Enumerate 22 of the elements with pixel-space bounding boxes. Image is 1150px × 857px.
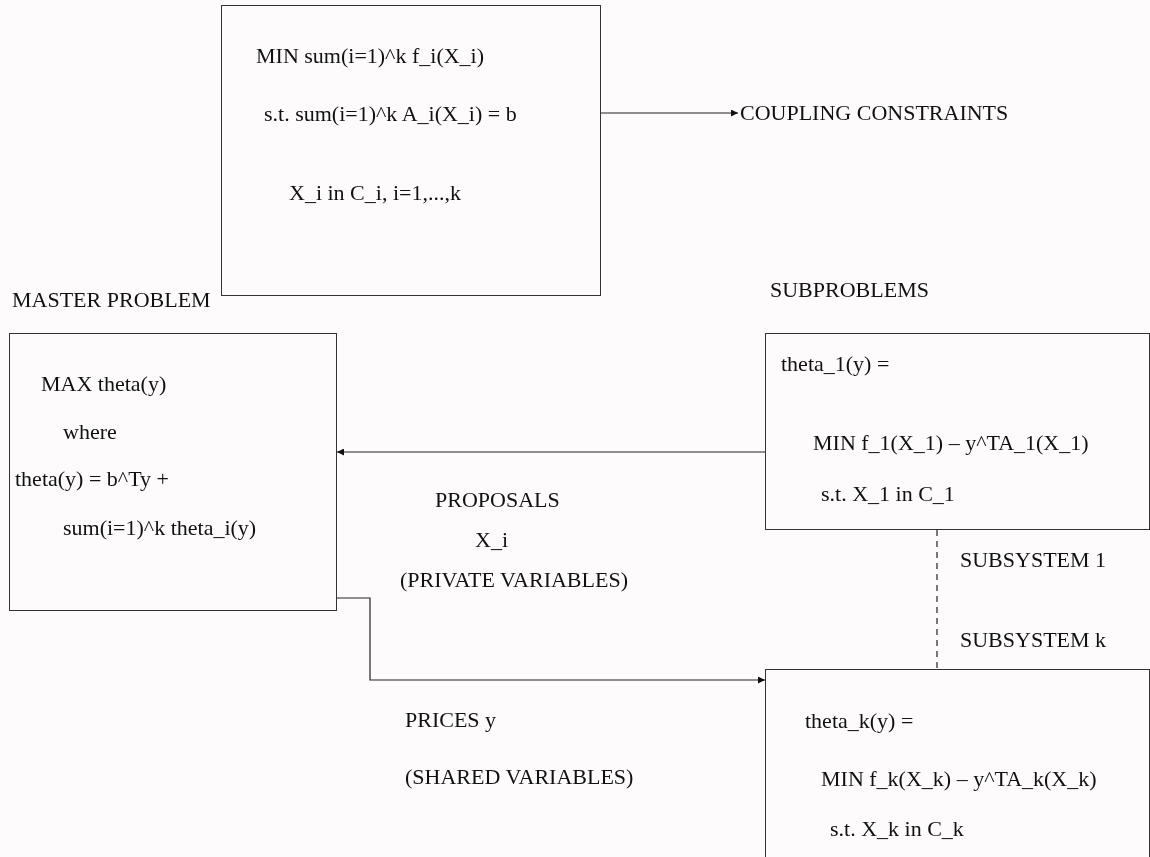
formula-text: sum(i=1)^k theta_i(y) xyxy=(63,515,257,541)
formula-text: MAX theta(y) xyxy=(41,371,167,397)
problem-box xyxy=(221,5,601,296)
problem-box xyxy=(765,669,1150,857)
arrow xyxy=(336,448,766,456)
formula-text: s.t. sum(i=1)^k A_i(X_i) = b xyxy=(264,101,517,127)
formula-text: theta(y) = b^Ty + xyxy=(15,466,169,492)
formula-text: theta_1(y) = xyxy=(781,351,890,377)
formula-text: MIN sum(i=1)^k f_i(X_i) xyxy=(256,43,485,69)
dashed-line xyxy=(936,529,938,670)
formula-text: X_i in C_i, i=1,...,k xyxy=(289,180,461,206)
node-label: COUPLING CONSTRAINTS xyxy=(740,100,1009,126)
formula-text: s.t. X_1 in C_1 xyxy=(821,481,955,507)
formula-text: where xyxy=(63,419,117,445)
formula-text: MIN f_k(X_k) – y^TA_k(X_k) xyxy=(821,766,1097,792)
formula-text: theta_k(y) = xyxy=(805,708,914,734)
problem-box xyxy=(9,333,337,611)
problem-box xyxy=(765,333,1150,530)
arrow xyxy=(600,109,739,117)
formula-text: MIN f_1(X_1) – y^TA_1(X_1) xyxy=(813,430,1089,456)
formula-text: s.t. X_k in C_k xyxy=(830,816,964,842)
arrow xyxy=(336,597,766,684)
